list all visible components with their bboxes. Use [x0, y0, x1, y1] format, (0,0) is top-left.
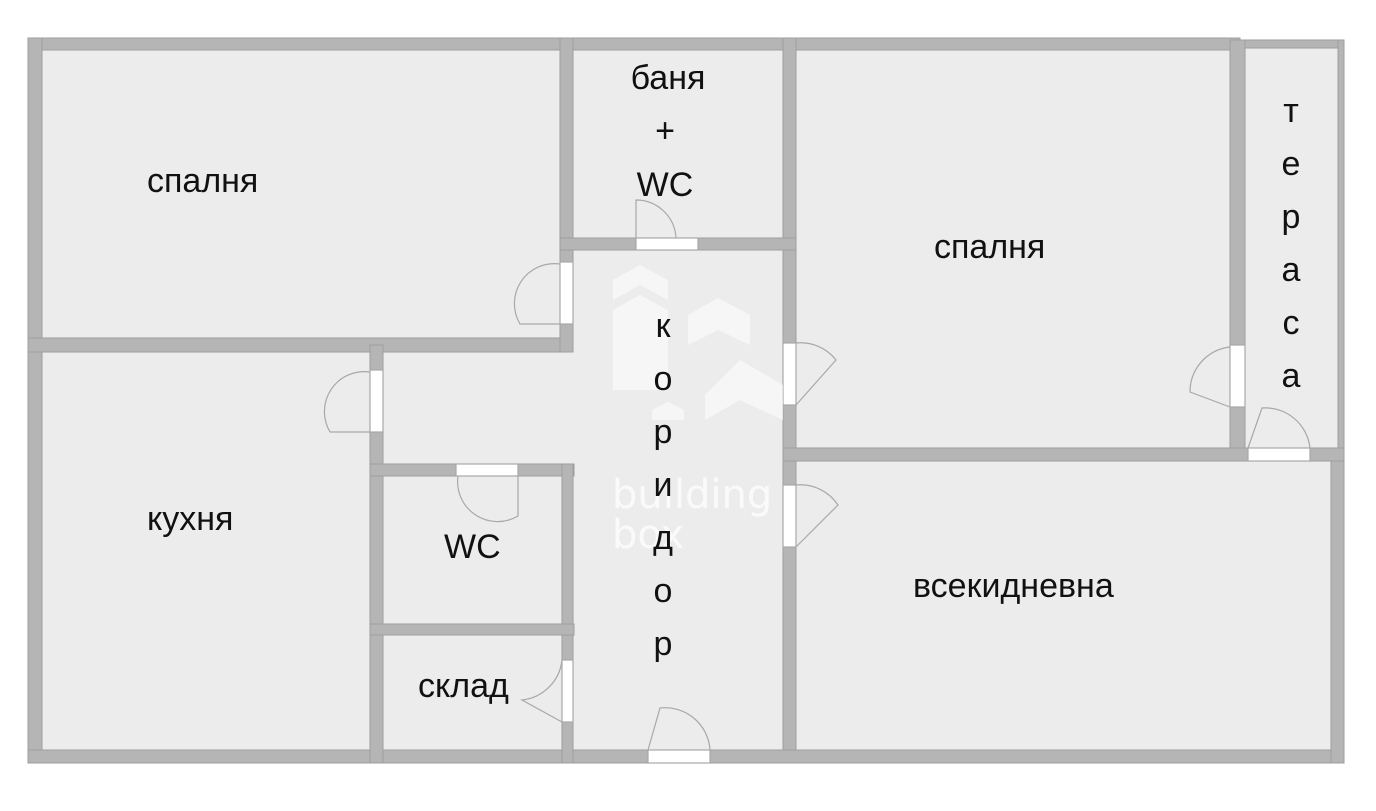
door-swing-wc	[457, 475, 519, 523]
corridor-letter: и	[654, 466, 673, 504]
corridor-letter: р	[654, 625, 673, 663]
label-storage: склад	[418, 667, 509, 705]
door-swing-storage	[520, 659, 563, 723]
label-wc: WC	[444, 528, 501, 566]
corridor-letter: р	[654, 413, 673, 451]
label-bathroom-line1: баня	[631, 59, 706, 97]
wall-top-terrace	[1237, 39, 1343, 49]
door-bedroom-right	[782, 342, 797, 406]
wall-kitchen-right	[369, 344, 384, 764]
door-living	[782, 484, 797, 548]
floor-bedroom-right	[796, 50, 1230, 448]
label-bedroom-left: спалня	[147, 162, 258, 200]
watermark-line1: building	[612, 472, 772, 518]
watermark-line2: box	[612, 512, 684, 558]
watermark-logo	[613, 265, 783, 420]
floor-kitchen	[42, 352, 370, 750]
door-swing-bedroom-right	[795, 342, 837, 406]
floor-bathroom	[573, 50, 783, 238]
door-wc	[455, 463, 519, 477]
wall-left-outer	[27, 37, 43, 764]
label-kitchen: кухня	[147, 500, 233, 538]
floor-areas	[42, 48, 1338, 750]
floor-bedroom-left	[42, 50, 560, 338]
wall-right-terrace	[1337, 39, 1345, 461]
wall-right-living	[1330, 447, 1345, 764]
floor-storage	[383, 635, 562, 750]
door-swing-kitchen	[323, 371, 371, 433]
door-kitchen	[369, 369, 384, 433]
terrace-letter: е	[1282, 145, 1301, 183]
door-bedroom-left	[559, 261, 574, 325]
door-terrace-bottom	[1247, 447, 1311, 462]
doors	[323, 199, 1311, 764]
wall-wc-bottom	[369, 623, 575, 636]
wall-bedroom-left-bottom	[27, 337, 573, 353]
wall-wc-right	[561, 463, 574, 764]
wall-top-outer	[27, 37, 1241, 51]
door-swing-bathroom	[635, 199, 677, 239]
terrace-letter: с	[1283, 304, 1300, 342]
floor-wc	[383, 476, 562, 624]
corridor-letter: д	[653, 519, 673, 557]
terrace-letter: р	[1282, 198, 1301, 236]
door-bathroom	[635, 237, 699, 251]
floor-terrace	[1245, 48, 1338, 448]
door-entrance	[647, 749, 711, 764]
floor-living-room	[796, 461, 1331, 750]
corridor-letter: о	[654, 572, 673, 610]
terrace-letter: а	[1282, 357, 1301, 395]
label-bathroom-line2: +	[655, 112, 675, 150]
door-swing-bedroom-left	[513, 263, 561, 325]
label-bedroom-right: спалня	[934, 228, 1045, 266]
door-storage	[561, 659, 574, 723]
wall-bedroom-right-bottom	[782, 447, 1345, 462]
label-living-room: всекидневна	[913, 567, 1114, 605]
door-swing-entrance	[647, 707, 711, 751]
corridor-letter: к	[656, 307, 672, 345]
door-terrace-side	[1229, 344, 1246, 408]
door-swing-terrace-bottom	[1247, 407, 1311, 449]
label-bathroom-line3: WC	[637, 166, 694, 204]
terrace-letter: т	[1283, 92, 1299, 130]
door-swing-terrace-side	[1189, 346, 1231, 408]
door-swing-living	[795, 484, 839, 548]
terrace-letter: а	[1282, 251, 1301, 289]
floor-hall	[383, 352, 573, 464]
corridor-letter: о	[654, 360, 673, 398]
